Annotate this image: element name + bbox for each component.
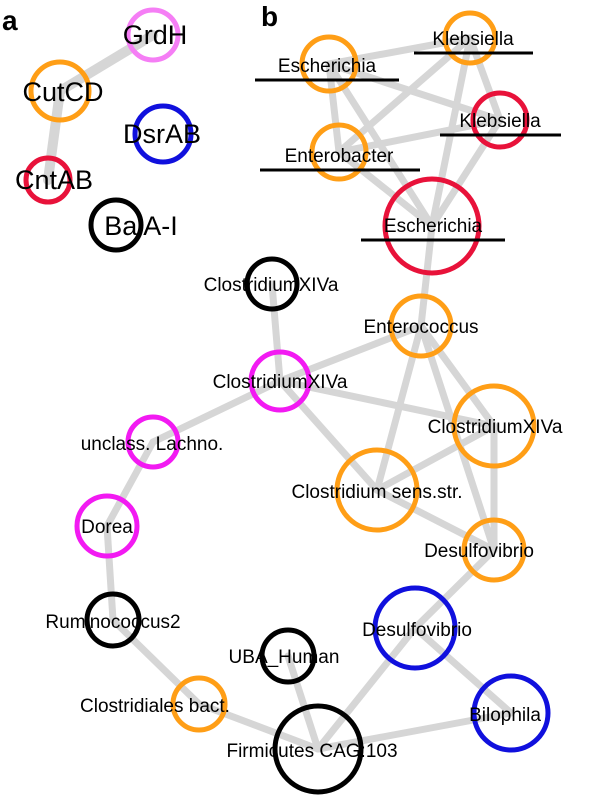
edge-rumino2-clostridiales — [109, 616, 203, 708]
panel-label-a: a — [2, 5, 18, 36]
legend-item-cntab: CntAB — [15, 155, 93, 205]
edge-klebsiella2-escherichia2 — [428, 116, 504, 230]
legend-edges — [43, 30, 158, 185]
legend-item-grdh: GrdH — [123, 7, 188, 63]
node-label-clostridiumxiva-black: ClostridiumXIVa — [204, 275, 339, 296]
node-label-enterobacter: Enterobacter — [285, 146, 394, 167]
network-nodes — [74, 10, 551, 795]
node-circle-clostridiumxiva-orange — [451, 383, 537, 469]
node-label-klebsiella-red: Klebsiella — [459, 111, 541, 132]
node-label-desulfovibrio-blue: Desulfovibrio — [362, 620, 472, 641]
node-circle-desulfovibrio-blue — [372, 585, 458, 671]
node-circle-uba-human — [259, 627, 317, 685]
node-circle-klebsiella-orange — [442, 10, 498, 66]
node-circle-dorea — [74, 493, 140, 559]
legend-item-baiai: BaiA-I — [88, 197, 178, 253]
node-label-dorea: Dorea — [81, 517, 133, 538]
edge-enterobacter-escherichia2 — [335, 148, 436, 230]
node-circle-clostridiales-bact — [170, 675, 228, 733]
edge-clostridiales-firmicutes — [195, 700, 322, 753]
legend-label-cntab: CntAB — [15, 165, 93, 195]
legend-item-dsrab: DsrAB — [123, 103, 201, 165]
node-label-uba-human: UBA_Human — [229, 647, 340, 668]
edge-enterococcus-clostxiva_mag — [276, 322, 425, 385]
node-label-clostridium-sens-str: Clostridium sens.str. — [291, 482, 462, 503]
legend-label-cutcd: CutCD — [22, 77, 103, 107]
panel-label-b: b — [261, 1, 278, 32]
node-label-escherichia-red: Escherichia — [384, 216, 483, 237]
legend: GrdH CutCD DsrAB CntAB BaiA-I — [15, 7, 201, 253]
node-label-clostridiales-bact: Clostridiales bact. — [80, 696, 230, 717]
node-circle-enterobacter — [309, 122, 369, 182]
node-circle-escherichia-red — [382, 176, 482, 276]
node-circle-desulfovibrio-orange — [461, 517, 527, 583]
edge-clostxiva_orange-clost_sens — [373, 422, 498, 494]
node-label-unclass-lachno: unclass. Lachno. — [81, 434, 224, 455]
edge-enterococcus-clostxiva_orange — [417, 322, 498, 430]
node-circle-klebsiella-red — [470, 90, 530, 150]
node-circle-escherichia-orange — [299, 34, 359, 94]
node-circle-clostridium-sens-str — [334, 447, 420, 533]
node-label-firmicutes-cag103: Firmicutes CAG:103 — [226, 741, 397, 762]
edge-escherichia2-enterococcus — [417, 222, 436, 330]
edge-escherichia1-klebsiella2 — [325, 60, 504, 124]
legend-circle-cntab — [23, 155, 73, 205]
edge-clostxiva_mag-clostxiva_orange — [276, 377, 498, 430]
node-circle-firmicutes-cag103 — [272, 703, 364, 795]
node-circle-ruminococcus2 — [84, 591, 142, 649]
node-label-klebsiella-orange: Klebsiella — [432, 29, 514, 50]
node-circle-clostridiumxiva-black — [244, 256, 300, 312]
node-label-clostridiumxiva-magenta: ClostridiumXIVa — [213, 372, 348, 393]
legend-circle-baiai — [88, 197, 144, 253]
edge-clostxiva_black-clostxiva_mag — [268, 280, 284, 385]
edge-desulfo_blue-bilophila — [411, 624, 515, 717]
node-circle-unclass-lachno — [125, 414, 181, 470]
node-label-enterococcus: Enterococcus — [363, 317, 478, 338]
edge-clostxiva_mag-clost_sens — [276, 377, 381, 494]
node-label-clostridiumxiva-orange: ClostridiumXIVa — [428, 417, 563, 438]
edge-desulfo_blue-firmicutes — [314, 624, 419, 753]
edge-grdh-cutcd — [55, 30, 158, 96]
legend-item-cutcd: CutCD — [22, 59, 104, 123]
edge-unclass_lachno-dorea — [103, 438, 157, 530]
edge-bilophila-firmicutes — [314, 709, 515, 753]
node-label-escherichia-orange: Escherichia — [278, 56, 377, 77]
network-labels: Escherichia Klebsiella Klebsiella Entero… — [45, 29, 562, 762]
node-label-desulfovibrio-orange: Desulfovibrio — [424, 541, 534, 562]
edge-cutcd-cntab — [43, 86, 65, 185]
legend-circle-dsrab — [132, 103, 194, 165]
edge-dorea-rumino2 — [103, 522, 117, 624]
legend-label-grdh: GrdH — [123, 20, 188, 50]
node-label-ruminococcus2: Ruminococcus2 — [45, 612, 180, 633]
edge-clost_sens-desulfo_orange — [373, 486, 498, 554]
legend-circle-grdh — [125, 7, 181, 63]
legend-label-dsrab: DsrAB — [123, 119, 201, 149]
node-circle-enterococcus — [388, 293, 454, 359]
legend-circle-cutcd — [28, 59, 92, 123]
node-label-bilophila: Bilophila — [469, 705, 541, 726]
edge-desulfo_orange-desulfo_blue — [411, 546, 498, 632]
legend-label-baiai: BaiA-I — [104, 211, 178, 241]
edge-uba_human-firmicutes — [284, 652, 322, 753]
node-circle-bilophila — [471, 673, 551, 753]
node-circle-clostridiumxiva-magenta — [248, 349, 312, 413]
